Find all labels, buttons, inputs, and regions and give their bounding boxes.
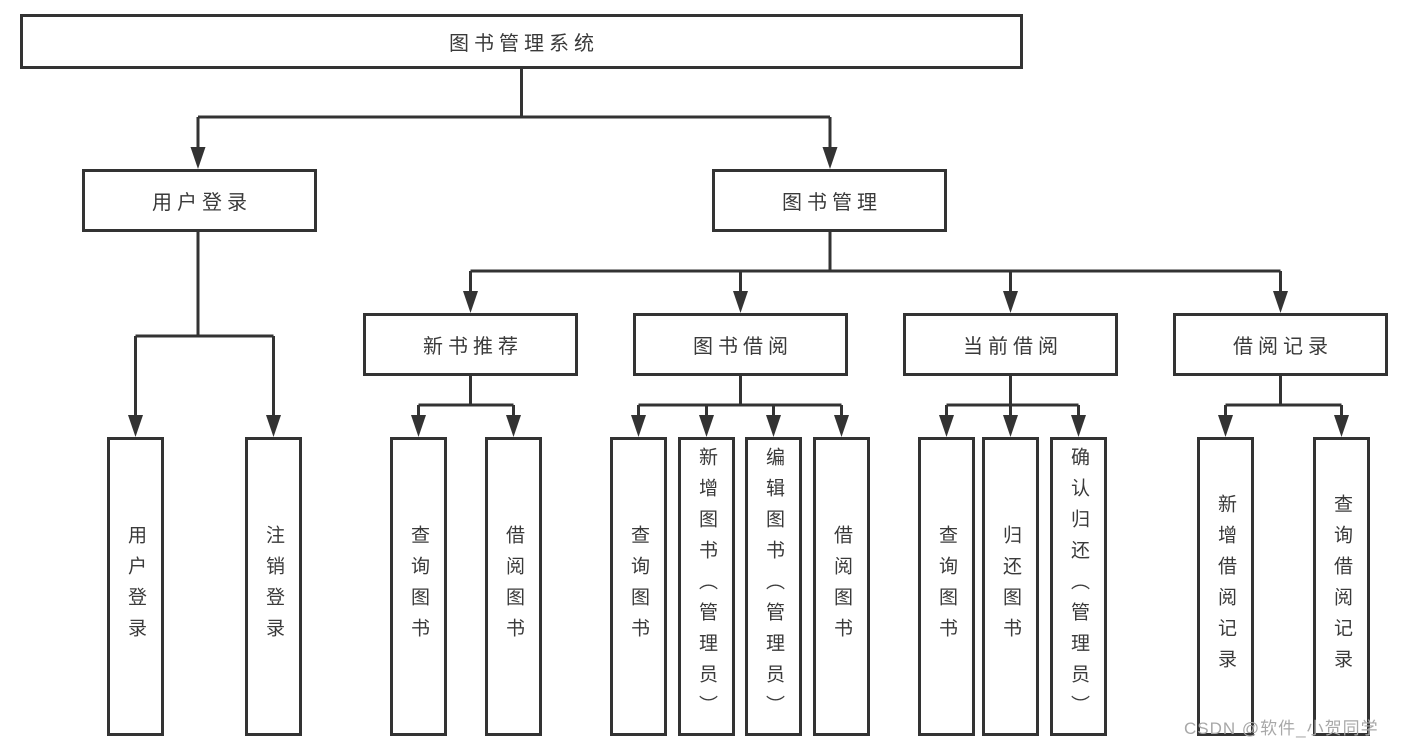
node-current-borrowing: 当前借阅	[903, 313, 1118, 376]
leaf-query-books-3: 查询图书	[918, 437, 975, 736]
leaf-edit-book-admin-label: 编辑图书（管理员）	[763, 447, 784, 726]
leaf-user-login-label: 用户登录	[125, 524, 146, 649]
node-book-borrowing: 图书借阅	[633, 313, 848, 376]
leaf-user-login: 用户登录	[107, 437, 164, 736]
connectors	[134, 69, 1343, 418]
node-root: 图书管理系统	[20, 14, 1023, 69]
leaf-borrow-books-2-label: 借阅图书	[831, 524, 852, 649]
leaf-borrow-books-1: 借阅图书	[485, 437, 542, 736]
leaf-query-books-2-label: 查询图书	[628, 524, 649, 649]
leaf-add-borrow-record: 新增借阅记录	[1197, 437, 1254, 736]
leaf-query-borrow-record-label: 查询借阅记录	[1331, 493, 1352, 680]
leaf-query-books-1: 查询图书	[390, 437, 447, 736]
node-borrowing-records: 借阅记录	[1173, 313, 1388, 376]
leaf-add-borrow-record-label: 新增借阅记录	[1215, 493, 1236, 680]
leaf-return-books-label: 归还图书	[1000, 524, 1021, 649]
leaf-confirm-return-admin: 确认归还（管理员）	[1050, 437, 1107, 736]
leaf-query-books-1-label: 查询图书	[408, 524, 429, 649]
leaf-query-books-2: 查询图书	[610, 437, 667, 736]
leaf-add-book-admin-label: 新增图书（管理员）	[696, 447, 717, 726]
node-user-login: 用户登录	[82, 169, 317, 232]
leaf-borrow-books-2: 借阅图书	[813, 437, 870, 736]
leaf-query-borrow-record: 查询借阅记录	[1313, 437, 1370, 736]
arrowheads	[128, 147, 1349, 437]
leaf-borrow-books-1-label: 借阅图书	[503, 524, 524, 649]
watermark: CSDN @软件_小贺同学	[1184, 719, 1379, 738]
node-book-management: 图书管理	[712, 169, 947, 232]
leaf-add-book-admin: 新增图书（管理员）	[678, 437, 735, 736]
leaf-confirm-return-admin-label: 确认归还（管理员）	[1068, 447, 1089, 726]
leaf-query-books-3-label: 查询图书	[936, 524, 957, 649]
leaf-logout: 注销登录	[245, 437, 302, 736]
leaf-return-books: 归还图书	[982, 437, 1039, 736]
leaf-edit-book-admin: 编辑图书（管理员）	[745, 437, 802, 736]
node-new-book-recommend: 新书推荐	[363, 313, 578, 376]
leaf-logout-label: 注销登录	[263, 524, 284, 649]
